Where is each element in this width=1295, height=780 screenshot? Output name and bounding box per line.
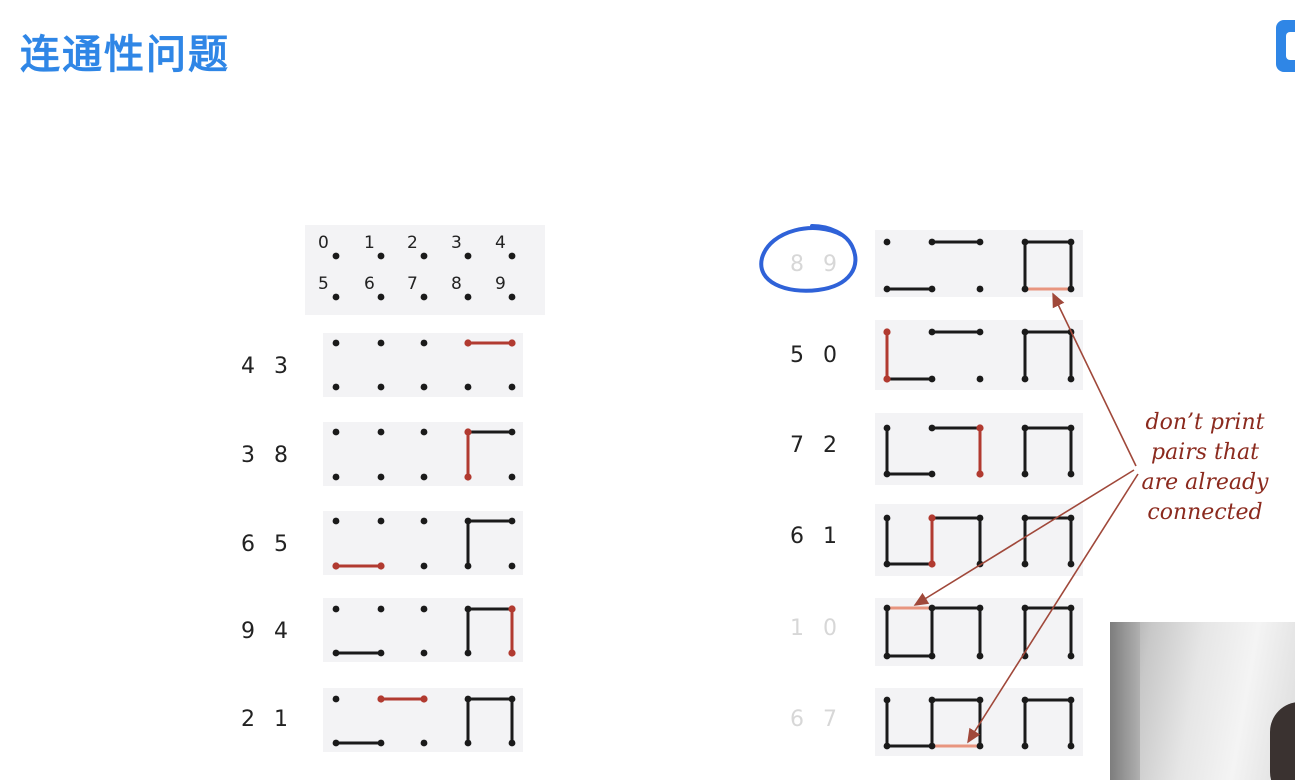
right-step-grid [883, 514, 1075, 568]
left-pair-label: 3 8 [241, 443, 294, 468]
annotation-line: pairs that [1150, 440, 1259, 465]
grid-digit: 5 [318, 274, 329, 294]
right-pair-label: 7 2 [790, 433, 843, 458]
left-step-grid [332, 517, 516, 570]
grid-digit: 0 [318, 233, 329, 253]
grid-digit: 2 [407, 233, 418, 253]
right-pair-label: 6 7 [790, 707, 843, 732]
right-step-grid [883, 696, 1075, 750]
right-step-grid [883, 238, 1075, 293]
right-pair-label: 1 0 [790, 616, 843, 641]
presenter-video [1270, 702, 1295, 780]
annotation-arrows [913, 292, 1139, 744]
grid-digit: 3 [451, 233, 462, 253]
left-pair-label: 2 1 [241, 707, 294, 732]
left-step-grid [332, 605, 516, 657]
annotation-line: don’t print [1145, 410, 1265, 435]
highlight-circle [759, 224, 858, 293]
grid-digit: 1 [364, 233, 375, 253]
page-title: 连通性问题 [20, 32, 230, 78]
right-pair-label: 6 1 [790, 524, 843, 549]
webcam-overlay [1110, 622, 1295, 780]
left-pair-label: 9 4 [241, 619, 294, 644]
annotation-line: are already [1141, 470, 1269, 495]
left-step-grid [332, 428, 516, 481]
grid-digit: 7 [407, 274, 418, 294]
annotation-note: don’t print pairs that are already conne… [1130, 408, 1280, 528]
left-pair-label: 6 5 [241, 532, 294, 557]
left-step-grid [332, 695, 516, 747]
left-pair-label: 4 3 [241, 354, 294, 379]
right-step-grid [883, 604, 1075, 660]
right-step-grid [883, 424, 1075, 478]
right-step-grid [883, 328, 1075, 383]
grid-panels [305, 225, 1083, 756]
grid-digit: 8 [451, 274, 462, 294]
left-step-grid [332, 339, 516, 391]
grid-digit: 6 [364, 274, 375, 294]
grid-digit-labels: 0 1 2 3 4 5 6 7 8 9 [318, 233, 506, 294]
grid-digit: 4 [495, 233, 506, 253]
right-pair-label: 8 9 [790, 252, 843, 277]
right-pair-label: 5 0 [790, 343, 843, 368]
annotation-line: connected [1147, 500, 1263, 525]
grid-digit: 9 [495, 274, 506, 294]
logo-icon [1276, 20, 1295, 72]
